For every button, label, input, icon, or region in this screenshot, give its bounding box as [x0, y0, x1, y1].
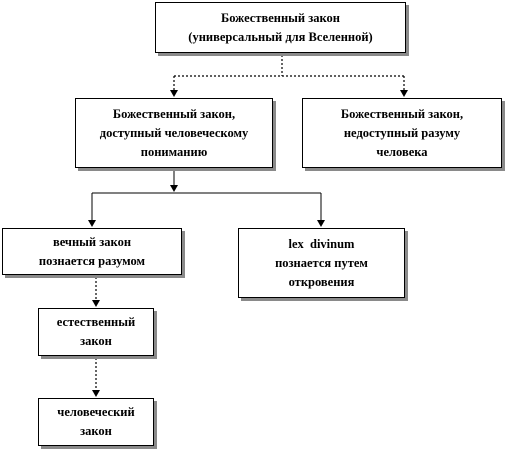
node-line: Божественный закон,: [340, 106, 464, 121]
arrowhead-divinum: [317, 220, 325, 227]
arrowhead-inaccessible: [400, 90, 408, 97]
node-human-law: человеческий закон: [38, 398, 154, 446]
node-line: естественный: [56, 315, 136, 329]
node-line: Божественный закон,: [112, 106, 236, 121]
node-line: доступный человеческому: [99, 125, 249, 140]
arrowhead-human: [92, 390, 100, 397]
node-divine-law-universal: Божественный закон (универсальный для Вс…: [155, 2, 406, 53]
arrowhead-accessible-down: [170, 185, 178, 192]
arrowhead-eternal: [88, 220, 96, 227]
node-line: познается разумом: [38, 253, 146, 268]
node-text: Божественный закон (универсальный для Вс…: [188, 9, 372, 47]
node-line: закон: [80, 424, 112, 438]
node-line: Божественный закон: [220, 10, 341, 25]
node-line: вечный закон: [52, 234, 132, 249]
node-line: человека: [376, 144, 428, 159]
node-line: человеческий: [57, 405, 135, 419]
arrowhead-accessible: [170, 90, 178, 97]
node-divine-law-inaccessible: Божественный закон, недоступный разуму ч…: [302, 98, 502, 168]
node-eternal-law: вечный закон познается разумом: [2, 228, 182, 275]
node-text: естественный закон: [57, 313, 135, 351]
arrowhead-natural: [92, 300, 100, 307]
node-text: вечный закон познается разумом: [39, 233, 145, 271]
node-line: пониманию: [140, 144, 208, 159]
node-line: познается путем: [275, 255, 368, 270]
node-natural-law: естественный закон: [38, 308, 154, 356]
node-line: недоступный разуму: [343, 125, 461, 140]
node-line: lex divinum: [288, 236, 355, 251]
node-line: закон: [80, 334, 112, 348]
node-text: lex divinum познается путем откровения: [275, 235, 368, 292]
node-text: Божественный закон, недоступный разуму ч…: [341, 105, 463, 162]
node-line: (универсальный для Вселенной): [188, 29, 373, 44]
node-divine-law-accessible: Божественный закон, доступный человеческ…: [75, 98, 273, 168]
node-line: откровения: [288, 274, 355, 289]
node-lex-divinum: lex divinum познается путем откровения: [238, 228, 405, 298]
node-text: Божественный закон, доступный человеческ…: [100, 105, 249, 162]
node-text: человеческий закон: [57, 403, 134, 441]
